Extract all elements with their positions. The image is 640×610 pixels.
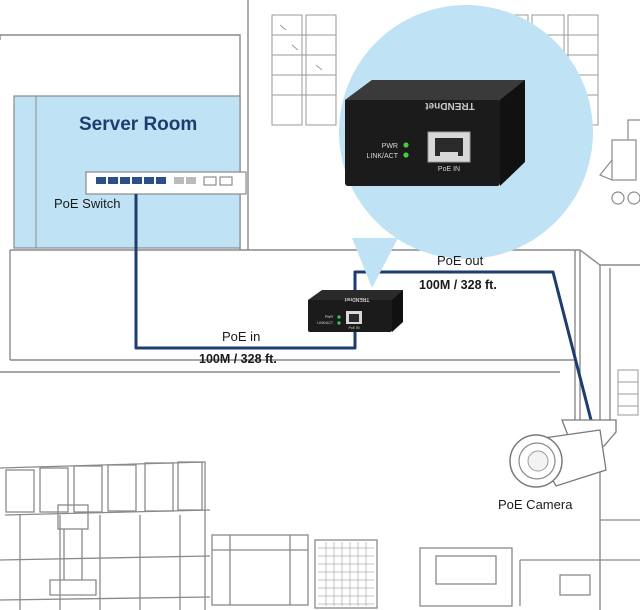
poe-in-label: PoE in <box>222 329 261 344</box>
side-shelf <box>617 369 639 416</box>
poe-switch-label: PoE Switch <box>54 196 121 211</box>
device-port-label: PoE IN <box>438 166 460 173</box>
poe-out-label: PoE out <box>437 253 484 268</box>
device-brand-large: TRENDnet <box>425 100 475 111</box>
poe-switch <box>85 171 247 195</box>
forklift-drawing <box>599 119 640 205</box>
poe-extender-large <box>345 80 525 186</box>
device-brand-small: TRENDnet <box>344 296 369 302</box>
bottom-equipment <box>0 461 640 610</box>
poe-extender-small <box>308 290 403 332</box>
poe-camera <box>509 419 617 488</box>
device-led-pwr-label: PWR <box>382 143 398 150</box>
poe-in-spec-label: 100M / 328 ft. <box>199 352 277 366</box>
poe-out-spec-label: 100M / 328 ft. <box>419 278 497 292</box>
device-port-label-small: PoE IN <box>348 326 360 330</box>
poe-camera-label: PoE Camera <box>498 497 573 512</box>
hatch-pattern <box>318 542 374 606</box>
device-led-pwr-label-small: PWR <box>325 315 334 319</box>
device-led-link-label: LINK/ACT <box>366 153 398 160</box>
device-led-link-label-small: LINK/ACT <box>317 321 334 325</box>
server-room-label: Server Room <box>79 114 198 135</box>
